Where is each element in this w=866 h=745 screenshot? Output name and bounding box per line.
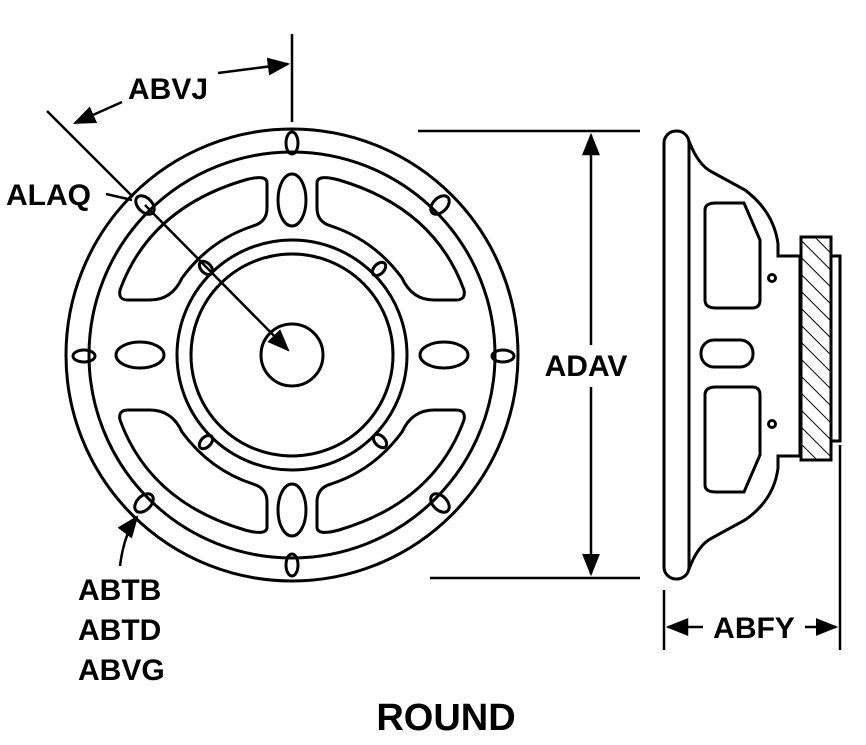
side-rivet-bottom — [767, 419, 777, 429]
hole-callout-line2: ABTD — [78, 614, 161, 647]
center-ref-leader — [105, 192, 133, 202]
front-dimensions — [46, 34, 294, 567]
side-rivet-top — [767, 273, 777, 283]
side-slot-center — [699, 338, 755, 369]
surround-outer — [175, 238, 409, 472]
spoke-oval-right — [418, 340, 470, 370]
hole-callout-leader — [117, 515, 139, 567]
shape-title: ROUND — [376, 697, 515, 739]
side-flange — [662, 129, 691, 581]
mount-hole-upper-right — [429, 194, 451, 216]
outer-rim — [64, 127, 520, 583]
side-window-top — [703, 201, 762, 310]
angle-extension-diagonal — [46, 110, 134, 198]
side-dimensions — [418, 129, 842, 650]
hole-callout-line1: ABTB — [78, 574, 161, 607]
center-ref-label: ALAQ — [6, 179, 91, 212]
spoke-oval-top — [276, 172, 308, 228]
angle-arrow-left — [72, 100, 123, 125]
surround-inner — [189, 252, 395, 458]
mount-hole-right — [490, 348, 516, 364]
mount-hole-lower-left — [133, 492, 155, 514]
spoke-oval-bottom — [276, 482, 308, 538]
inner-rim — [87, 150, 497, 560]
basket-window-top-left — [118, 176, 269, 302]
dust-cap — [259, 322, 325, 388]
spoke-oval-left — [114, 340, 166, 370]
basket-window-bottom-left — [118, 408, 269, 534]
mount-hole-left — [71, 348, 97, 364]
basket-window-top-right — [315, 176, 466, 302]
side-view — [662, 129, 842, 581]
mount-hole-top — [284, 130, 300, 156]
front-view — [64, 127, 520, 583]
rivet-lower-left — [197, 433, 215, 451]
magnet-hatched — [799, 235, 833, 462]
hole-callout-line3: ABVG — [78, 654, 165, 687]
angle-label: ABVJ — [128, 73, 208, 106]
side-window-bottom — [703, 385, 762, 494]
diameter-label: ADAV — [545, 350, 628, 383]
magnet-back-plate — [829, 254, 842, 443]
mount-hole-bottom — [284, 552, 300, 578]
angle-arrow-right — [217, 57, 291, 76]
mount-hole-lower-right — [429, 492, 451, 514]
center-ref-arrow — [144, 204, 290, 352]
basket-window-bottom-right — [315, 408, 466, 534]
depth-label: ABFY — [713, 612, 795, 645]
rivet-lower-right — [371, 432, 389, 450]
rivet-upper-right — [370, 260, 388, 278]
